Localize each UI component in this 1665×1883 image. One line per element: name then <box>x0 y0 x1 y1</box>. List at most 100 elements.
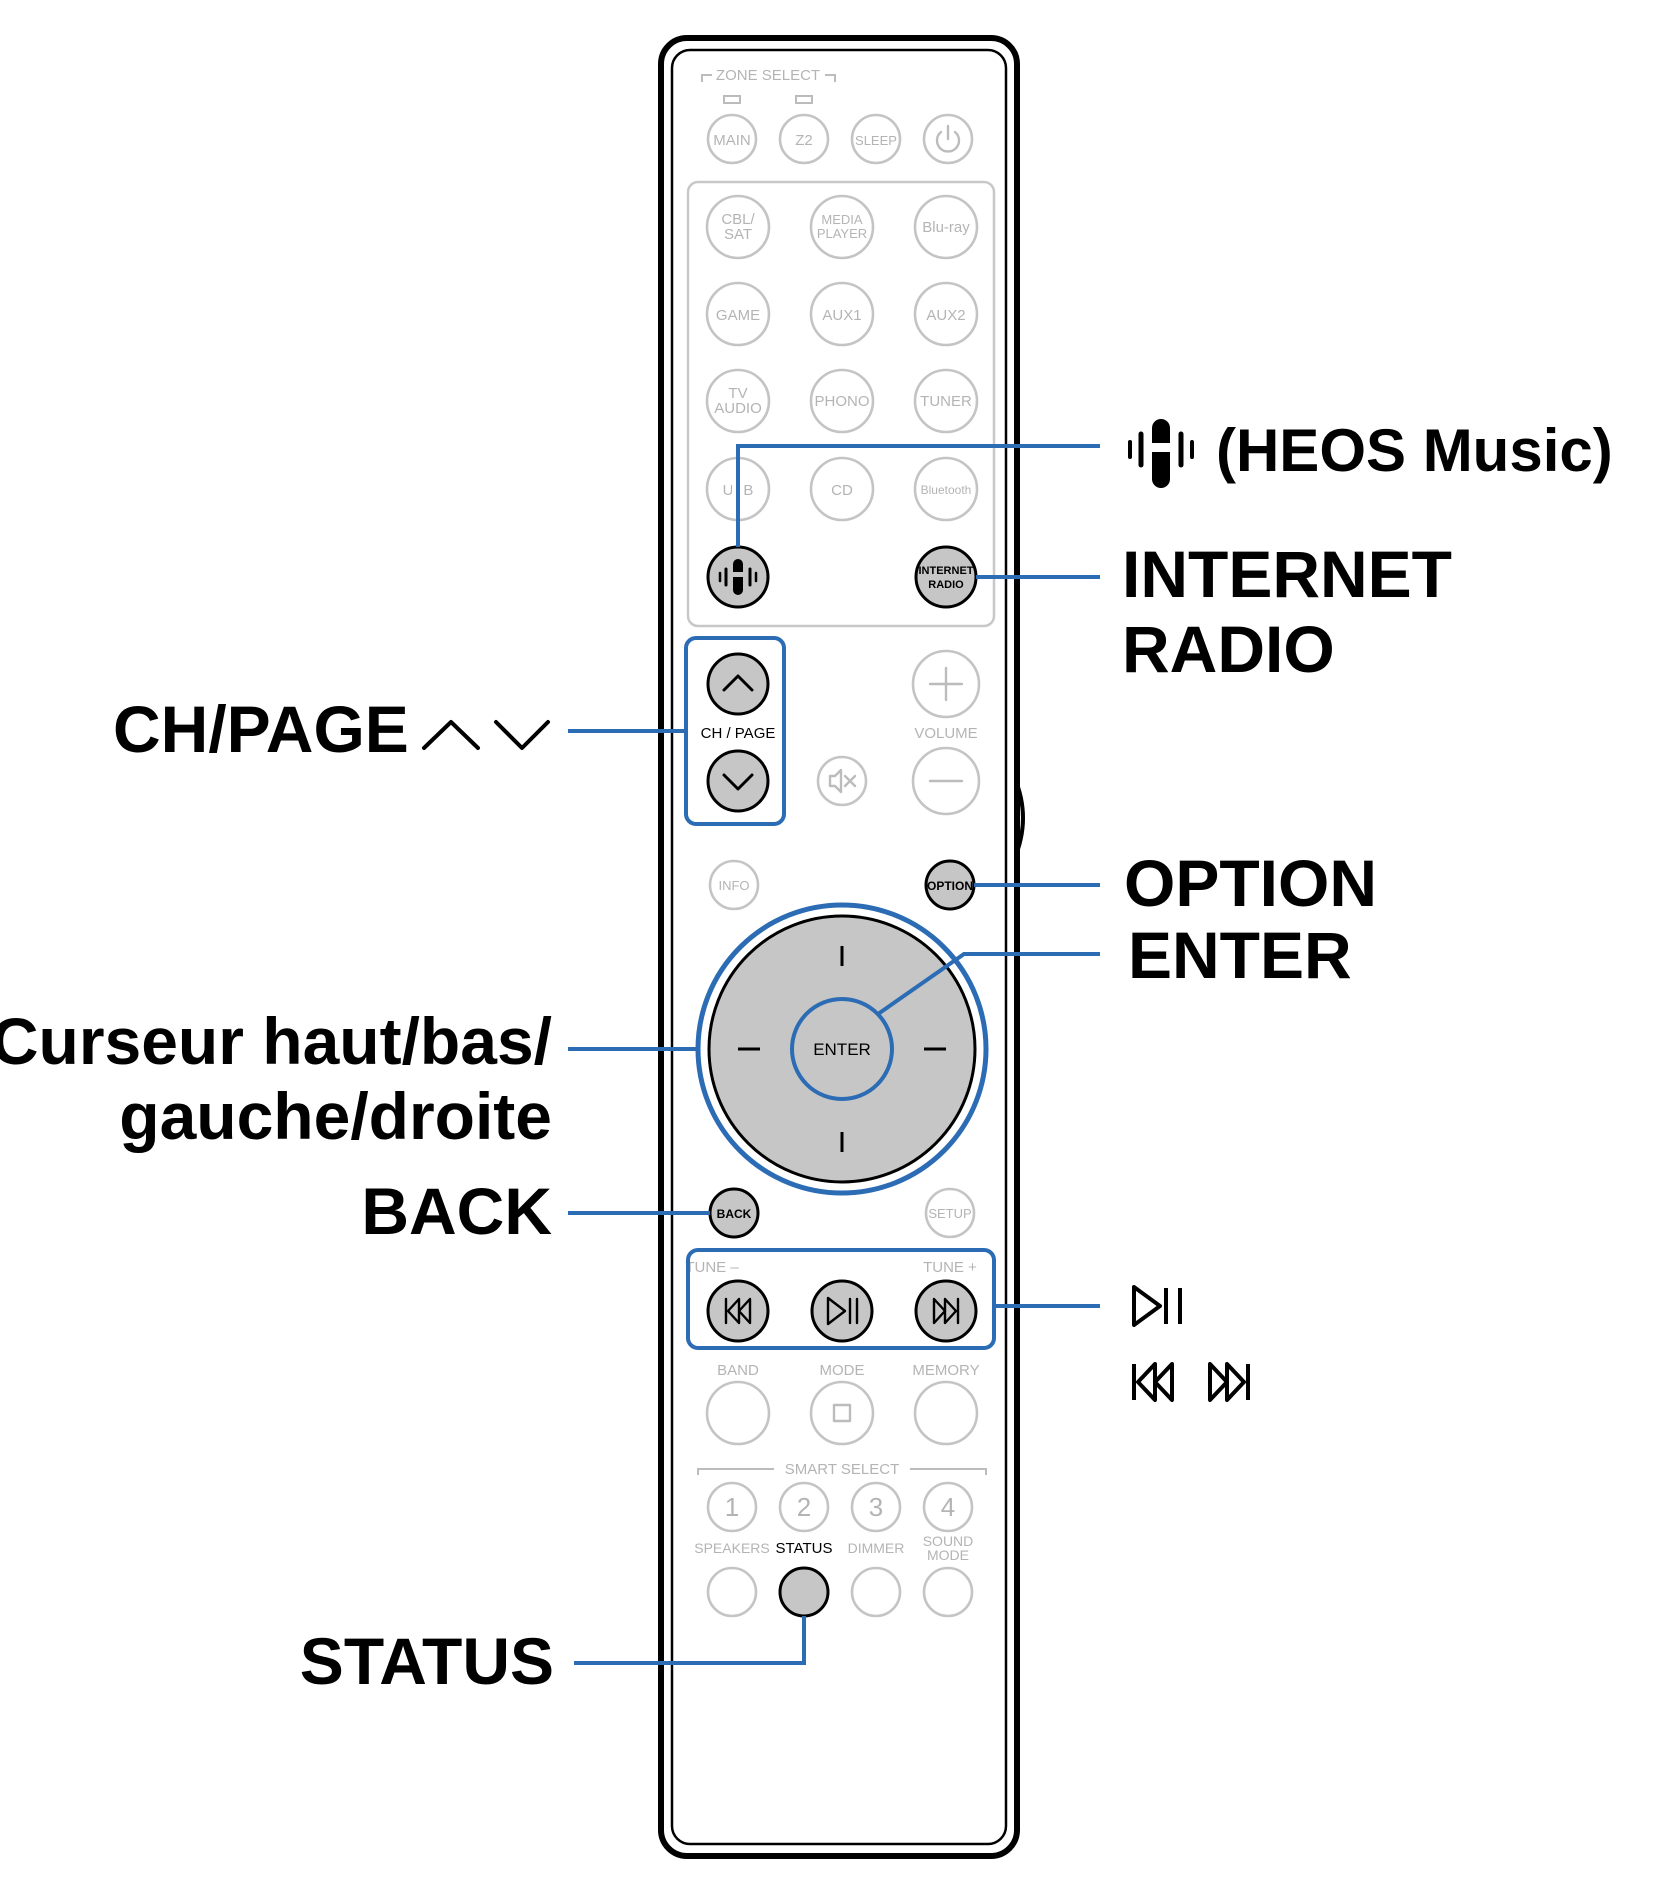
cursor-callout-label-1: Curseur haut/bas/ <box>0 1004 552 1078</box>
back-label: BACK <box>717 1207 752 1221</box>
internet-radio-callout-label-1: INTERNET <box>1122 537 1452 611</box>
smart-select-1-label: 1 <box>725 1492 739 1522</box>
ch-page-down-button[interactable] <box>706 749 770 813</box>
source-buttons: CBL/ SAT MEDIA PLAYER Blu-ray GAME AUX1 … <box>705 194 979 609</box>
internet-radio-button[interactable] <box>914 545 978 609</box>
sleep-button[interactable] <box>850 113 902 165</box>
tune-plus-label: TUNE + <box>923 1259 977 1276</box>
ch-page-up-button[interactable] <box>706 652 770 716</box>
media-player-label-2: PLAYER <box>817 226 867 241</box>
dimmer-button[interactable] <box>850 1566 902 1618</box>
chevron-up-icon <box>722 674 754 692</box>
memory-button[interactable] <box>913 1380 979 1446</box>
bluray-label: Blu-ray <box>922 219 970 236</box>
status-callout-line <box>574 1616 806 1665</box>
dimmer-label: DIMMER <box>848 1540 905 1556</box>
memory-label: MEMORY <box>912 1362 979 1379</box>
tune-minus-label: TUNE – <box>685 1259 739 1276</box>
chevron-down-icon <box>722 773 754 791</box>
volume-label: VOLUME <box>914 725 977 742</box>
setup-button[interactable] <box>924 1187 976 1239</box>
skip-back-icon <box>724 1297 752 1325</box>
sound-mode-button[interactable] <box>922 1566 974 1618</box>
cursor-pad: ENTER <box>695 902 989 1196</box>
cursor-callout-label-2: gauche/droite <box>119 1079 552 1153</box>
status-button[interactable] <box>778 1566 830 1618</box>
tv-audio-button[interactable] <box>705 368 771 434</box>
top-buttons: MAIN Z2 SLEEP <box>706 113 974 165</box>
phono-label: PHONO <box>814 393 869 410</box>
transport-group: TUNE – TUNE + <box>685 1259 978 1343</box>
zone-select-bracket-right <box>825 74 836 82</box>
speakers-button[interactable] <box>706 1566 758 1618</box>
aux2-button[interactable] <box>913 281 979 347</box>
tv-audio-label-1: TV <box>728 385 747 402</box>
heos-callout-label: (HEOS Music) <box>1216 417 1613 484</box>
enter-callout-label: ENTER <box>1128 918 1352 992</box>
ch-page-callout-label: CH/PAGE <box>113 692 409 766</box>
band-mode-memory: BAND MODE MEMORY <box>705 1362 980 1446</box>
status-small-label: STATUS <box>776 1540 833 1557</box>
zone-select-bracket-left <box>701 74 712 82</box>
z2-button[interactable] <box>778 113 830 165</box>
zone-main-indicator <box>723 95 741 104</box>
source-panel <box>686 180 996 628</box>
main-button[interactable] <box>706 113 758 165</box>
bluetooth-label: Bluetooth <box>921 483 972 497</box>
aux1-label: AUX1 <box>822 307 861 324</box>
zone-select-label: ZONE SELECT <box>716 67 820 84</box>
smart-select-1-button[interactable] <box>706 1481 758 1533</box>
smart-select-bracket-left <box>697 1468 774 1475</box>
callout-skip-forward-icon <box>1208 1362 1250 1402</box>
heos-callout-line <box>736 444 1100 547</box>
tuner-label: TUNER <box>920 393 972 410</box>
sleep-button-label: SLEEP <box>855 133 897 148</box>
enter-label: ENTER <box>813 1040 871 1059</box>
callout-play-pause-icon <box>1132 1285 1182 1327</box>
main-button-label: MAIN <box>713 132 751 149</box>
transport-highlight-box <box>686 1248 996 1350</box>
sound-mode-label-1: SOUND <box>923 1533 974 1549</box>
callout-skip-back-icon <box>1132 1362 1174 1402</box>
internet-radio-label-1: INTERNET <box>919 565 974 577</box>
smart-select-3-button[interactable] <box>850 1481 902 1533</box>
internet-radio-callout-label-2: RADIO <box>1122 612 1335 686</box>
media-player-label-1: MEDIA <box>821 212 863 227</box>
game-button[interactable] <box>705 281 771 347</box>
cbl-sat-button[interactable] <box>705 194 771 260</box>
zone-z2-indicator <box>795 95 813 104</box>
band-button[interactable] <box>705 1380 771 1446</box>
option-callout-label: OPTION <box>1124 846 1377 920</box>
remote-inner-frame <box>670 48 1008 1846</box>
bluray-button[interactable] <box>913 194 979 260</box>
aux1-button[interactable] <box>809 281 875 347</box>
smart-select-4-label: 4 <box>941 1492 955 1522</box>
z2-button-label: Z2 <box>795 132 813 149</box>
cd-button[interactable] <box>809 456 875 522</box>
smart-select-group: SMART SELECT 1 2 3 4 <box>697 1461 987 1533</box>
info-button[interactable] <box>708 859 760 911</box>
sound-mode-label-2: MODE <box>927 1547 969 1563</box>
stop-icon <box>832 1403 852 1423</box>
smart-select-2-label: 2 <box>797 1492 811 1522</box>
cd-label: CD <box>831 482 853 499</box>
mode-button[interactable] <box>809 1380 875 1446</box>
internet-radio-label-2: RADIO <box>928 579 964 591</box>
bluetooth-button[interactable] <box>913 456 979 522</box>
phono-button[interactable] <box>809 368 875 434</box>
smart-select-bracket-right <box>910 1468 987 1475</box>
zone-select-group: ZONE SELECT <box>701 67 836 104</box>
callout-chevron-down-icon <box>494 720 550 750</box>
play-pause-button[interactable] <box>810 1279 874 1343</box>
smart-select-4-button[interactable] <box>922 1481 974 1533</box>
tuner-button[interactable] <box>913 368 979 434</box>
ch-page-label: CH / PAGE <box>701 725 776 742</box>
enter-button[interactable] <box>790 997 894 1101</box>
smart-select-2-button[interactable] <box>778 1481 830 1533</box>
ch-page-volume-group: CH / PAGE VOLUME <box>701 649 981 816</box>
smart-select-3-label: 3 <box>869 1492 883 1522</box>
media-player-button[interactable] <box>809 194 875 260</box>
game-label: GAME <box>716 307 760 324</box>
